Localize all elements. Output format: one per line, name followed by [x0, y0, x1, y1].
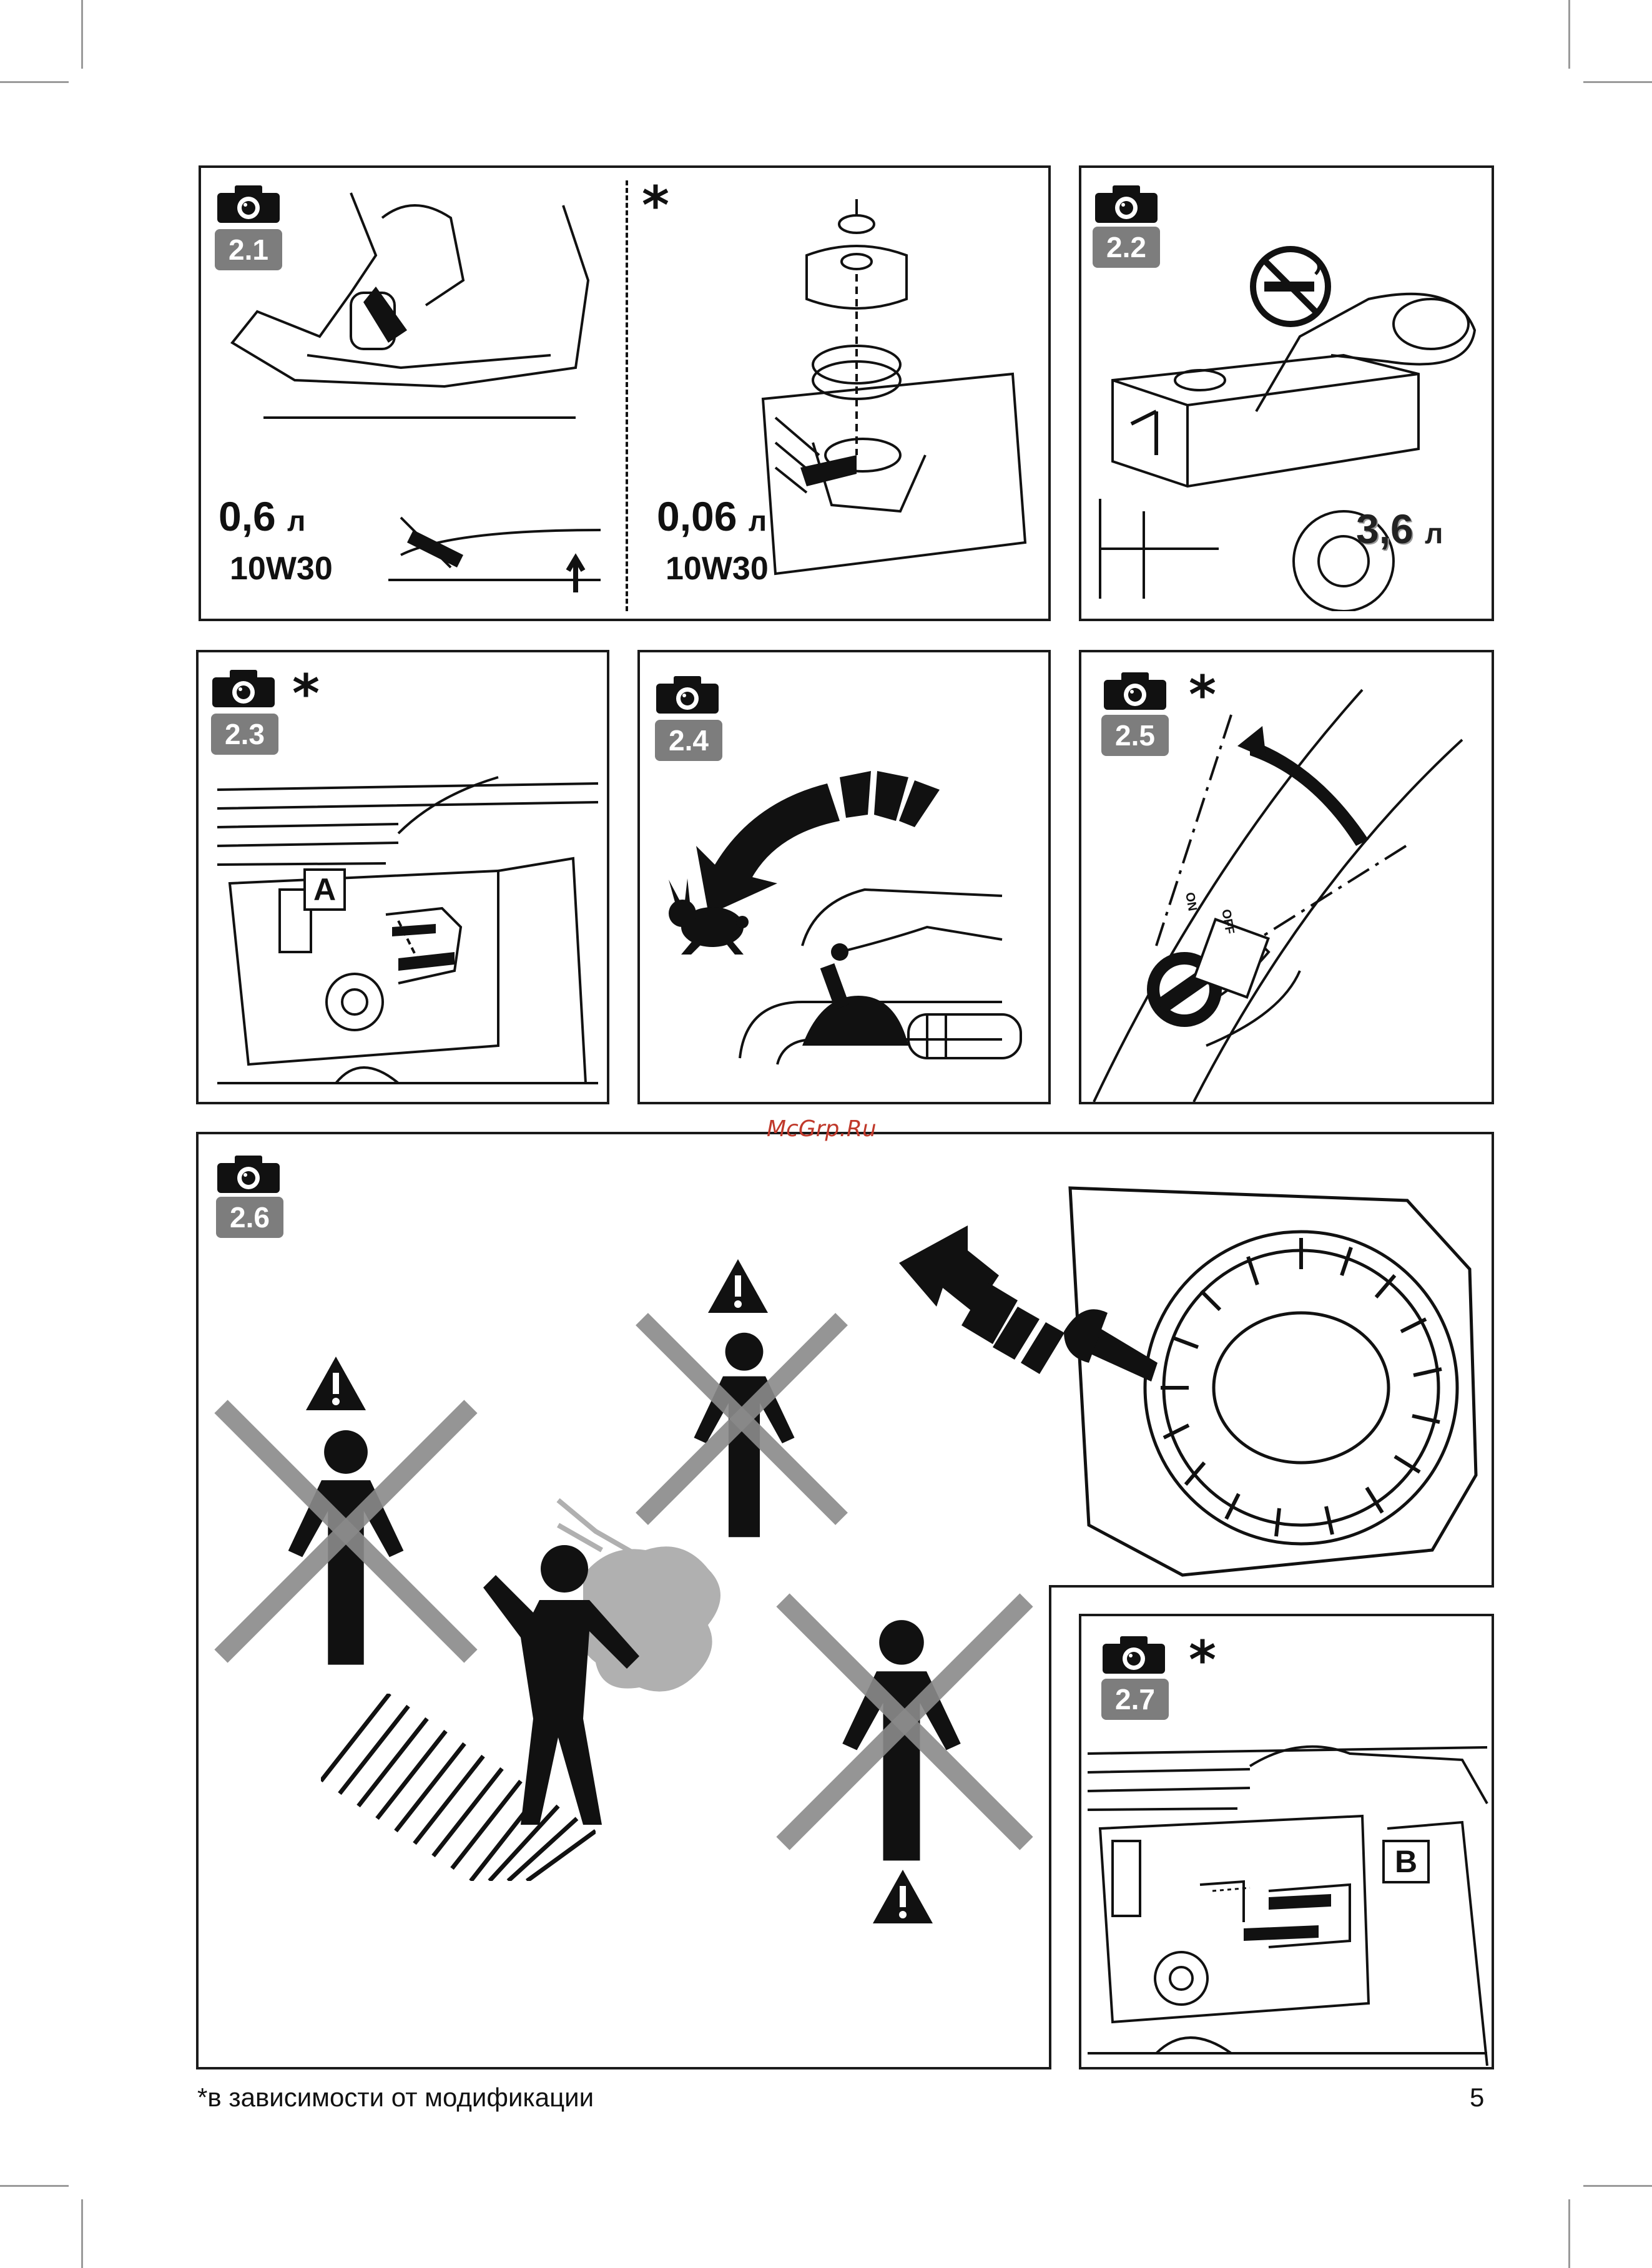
crop-mark [1583, 81, 1652, 83]
panel-2-7: * 2.7 B [1079, 1614, 1494, 2069]
fuel-tank-illustration [1094, 287, 1487, 611]
panel-2-2: 2.2 3,6 л [1079, 165, 1494, 621]
switch-on-label: ON [1182, 891, 1199, 913]
air-filter-illustration [738, 193, 1038, 605]
filter-oil-volume: 0,06 л [657, 493, 767, 540]
watermark: McGrp.Ru [767, 1116, 877, 1142]
camera-icon [211, 669, 276, 709]
crop-mark [1568, 0, 1570, 69]
panel-2-1: 2.1 0,6 л 10W30 * [199, 165, 1051, 621]
ignition-switch-illustration [1081, 677, 1493, 1102]
modification-marker: * [292, 667, 320, 720]
unit-label: л [287, 504, 305, 537]
figure-badge: 2.2 [1093, 227, 1160, 268]
warning-triangle-icon [872, 1868, 934, 1925]
choke-lever-illustration [211, 758, 604, 1096]
warning-triangle-icon [707, 1258, 769, 1314]
page-number: 5 [1470, 2083, 1484, 2113]
choke-lever-illustration [1088, 1741, 1493, 2066]
figure-badge: 2.7 [1101, 1679, 1169, 1720]
panel-divider [626, 180, 628, 611]
footnote: *в зависимости от модификации [197, 2083, 594, 2113]
choke-position-label: B [1382, 1840, 1430, 1883]
oil-volume-value: 0,6 л [219, 493, 305, 540]
unit-label: л [1425, 517, 1443, 549]
operator-figure [471, 1531, 646, 1831]
prohibition-cross [209, 1394, 483, 1669]
crop-mark [81, 2199, 83, 2268]
recoil-starter-illustration [1058, 1176, 1488, 1581]
modification-marker: * [642, 179, 669, 232]
fuel-volume-value: 3,6 л [1356, 505, 1443, 552]
camera-icon [1094, 184, 1159, 224]
oil-grade: 10W30 [230, 550, 333, 587]
camera-icon [216, 1154, 281, 1194]
crop-mark [81, 0, 83, 69]
crop-mark [1583, 2185, 1652, 2187]
camera-icon [655, 675, 720, 715]
unit-label: л [749, 504, 767, 537]
choke-position-label: A [303, 868, 346, 911]
filter-oil-grade: 10W30 [666, 550, 769, 587]
camera-icon [1101, 1635, 1166, 1675]
prohibition-cross [770, 1588, 1039, 1856]
figure-badge: 2.6 [216, 1197, 283, 1238]
engine-dipstick-illustration [226, 180, 613, 611]
panel-2-3: * 2.3 A [196, 650, 609, 1104]
crop-mark [0, 81, 69, 83]
rabbit-icon [662, 877, 756, 958]
crop-mark [0, 2185, 69, 2187]
figure-badge: 2.3 [211, 714, 278, 755]
modification-marker: * [1189, 1634, 1216, 1686]
crop-mark [1568, 2199, 1570, 2268]
panel-2-5: * 2.5 ON OFF [1079, 650, 1494, 1104]
panel-2-4: 2.4 [637, 650, 1051, 1104]
